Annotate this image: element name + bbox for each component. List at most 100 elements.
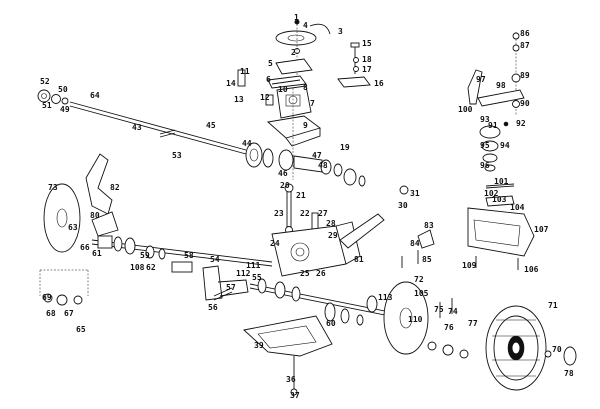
part-label-109: 109 bbox=[462, 261, 477, 270]
bottom-plate bbox=[243, 315, 333, 396]
part-label-103: 103 bbox=[492, 195, 507, 204]
part-label-26: 26 bbox=[316, 269, 326, 278]
misc-fasteners bbox=[213, 185, 435, 301]
part-label-57: 57 bbox=[226, 283, 236, 292]
part-label-59: 59 bbox=[140, 251, 150, 260]
part-label-25: 25 bbox=[300, 269, 310, 278]
part-label-19: 19 bbox=[340, 143, 350, 152]
gearbox bbox=[266, 85, 321, 180]
part-label-100: 100 bbox=[458, 105, 473, 114]
part-label-5: 5 bbox=[268, 59, 273, 68]
right-wheel bbox=[383, 281, 577, 391]
part-label-91: 91 bbox=[488, 121, 498, 130]
part-label-28: 28 bbox=[326, 219, 336, 228]
part-label-104: 104 bbox=[510, 203, 525, 212]
lower-axle-right bbox=[249, 278, 411, 326]
part-label-82: 82 bbox=[110, 183, 120, 192]
part-label-83: 83 bbox=[424, 221, 434, 230]
part-label-73: 73 bbox=[48, 183, 58, 192]
part-label-10: 10 bbox=[278, 85, 288, 94]
part-label-20: 20 bbox=[280, 181, 290, 190]
part-label-13: 13 bbox=[234, 95, 244, 104]
part-label-111: 111 bbox=[246, 261, 261, 270]
part-label-89: 89 bbox=[520, 71, 530, 80]
part-label-81: 81 bbox=[354, 255, 364, 264]
part-label-8: 8 bbox=[303, 83, 308, 92]
part-label-29: 29 bbox=[328, 231, 338, 240]
part-label-55: 55 bbox=[252, 273, 262, 282]
part-label-16: 16 bbox=[374, 79, 384, 88]
part-label-12: 12 bbox=[260, 93, 270, 102]
part-label-76: 76 bbox=[444, 323, 454, 332]
part-label-48: 48 bbox=[318, 161, 328, 170]
part-label-61: 61 bbox=[92, 249, 102, 258]
part-label-62: 62 bbox=[146, 263, 156, 272]
part-label-58: 58 bbox=[184, 251, 194, 260]
axle-43 bbox=[37, 89, 247, 155]
right-bracket bbox=[467, 183, 535, 270]
part-label-96: 96 bbox=[480, 161, 490, 170]
part-label-49: 49 bbox=[60, 105, 70, 114]
left-wheel-disc bbox=[43, 153, 119, 253]
part-label-54: 54 bbox=[210, 255, 220, 264]
part-label-66: 66 bbox=[80, 243, 90, 252]
part-label-14: 14 bbox=[226, 79, 236, 88]
part-label-63: 63 bbox=[68, 223, 78, 232]
part-label-44: 44 bbox=[242, 139, 252, 148]
upper-right-assembly bbox=[467, 32, 525, 172]
part-label-22: 22 bbox=[300, 209, 310, 218]
part-label-1: 1 bbox=[294, 13, 299, 22]
part-label-92: 92 bbox=[516, 119, 526, 128]
part-label-84: 84 bbox=[410, 239, 420, 248]
part-label-70: 70 bbox=[552, 345, 562, 354]
part-label-97: 97 bbox=[476, 75, 486, 84]
part-label-51: 51 bbox=[42, 101, 52, 110]
part-label-65: 65 bbox=[76, 325, 86, 334]
part-label-80: 80 bbox=[90, 211, 100, 220]
lower-axle-left bbox=[91, 235, 273, 301]
part-label-106: 106 bbox=[524, 265, 539, 274]
part-label-31: 31 bbox=[410, 189, 420, 198]
part-label-102: 102 bbox=[484, 189, 499, 198]
bottom-left-parts bbox=[39, 269, 89, 306]
part-label-72: 72 bbox=[414, 275, 424, 284]
part-label-23: 23 bbox=[274, 209, 284, 218]
part-label-98: 98 bbox=[496, 81, 506, 90]
right-small-parts bbox=[427, 298, 469, 359]
part-label-71: 71 bbox=[548, 301, 558, 310]
part-label-74: 74 bbox=[448, 307, 458, 316]
part-label-18: 18 bbox=[362, 55, 372, 64]
part-label-105: 105 bbox=[414, 289, 429, 298]
part-label-52: 52 bbox=[40, 77, 50, 86]
part-label-110: 110 bbox=[408, 315, 423, 324]
part-label-85: 85 bbox=[422, 255, 432, 264]
part-label-64: 64 bbox=[90, 91, 100, 100]
part-label-39: 39 bbox=[254, 341, 264, 350]
part-label-112: 112 bbox=[236, 269, 251, 278]
part-label-68: 68 bbox=[46, 309, 56, 318]
part-label-7: 7 bbox=[310, 99, 315, 108]
part-label-107: 107 bbox=[534, 225, 549, 234]
part-label-60: 60 bbox=[326, 319, 336, 328]
part-label-93: 93 bbox=[480, 115, 490, 124]
part-label-50: 50 bbox=[58, 85, 68, 94]
part-label-56: 56 bbox=[208, 303, 218, 312]
part-label-94: 94 bbox=[500, 141, 510, 150]
part-label-67: 67 bbox=[64, 309, 74, 318]
part-label-6: 6 bbox=[266, 75, 271, 84]
part-label-4: 4 bbox=[303, 21, 308, 30]
part-label-46: 46 bbox=[278, 169, 288, 178]
part-label-87: 87 bbox=[520, 41, 530, 50]
upper-fasteners bbox=[237, 42, 371, 106]
part-label-45: 45 bbox=[206, 121, 216, 130]
part-label-108: 108 bbox=[130, 263, 145, 272]
part-label-9: 9 bbox=[303, 121, 308, 130]
part-label-43: 43 bbox=[132, 123, 142, 132]
part-label-11: 11 bbox=[240, 67, 250, 76]
part-label-2: 2 bbox=[291, 48, 296, 57]
part-label-78: 78 bbox=[564, 369, 574, 378]
part-label-27: 27 bbox=[318, 209, 328, 218]
part-number-labels: 1234567891011121314151617181920212223242… bbox=[40, 13, 574, 400]
